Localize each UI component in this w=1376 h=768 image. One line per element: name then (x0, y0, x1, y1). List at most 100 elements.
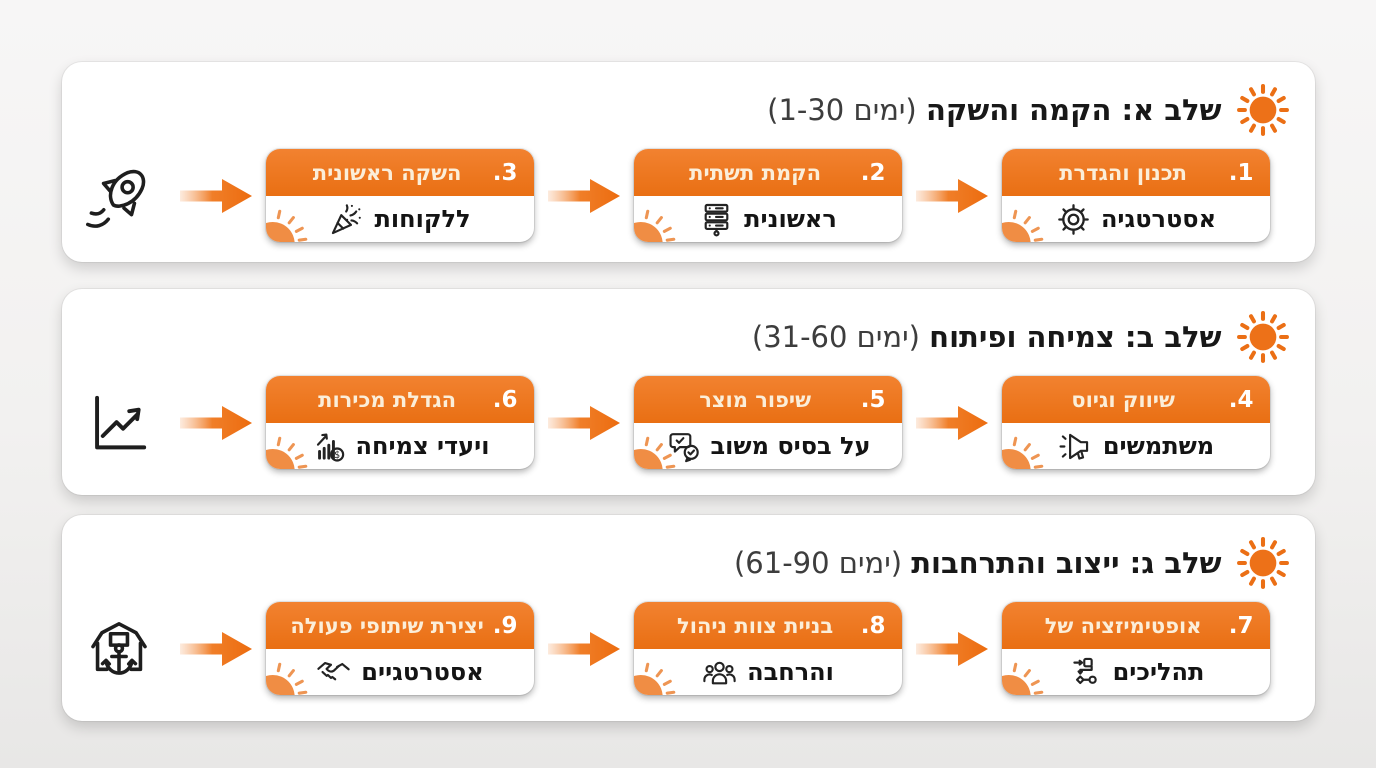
party-popper-icon (328, 201, 365, 238)
step-title: אופטימיזציה של (1044, 613, 1202, 638)
sun-icon (1234, 308, 1292, 366)
step-card-header: 5. שיפור מוצר (633, 376, 902, 423)
step-title: תכנון והגדרת (1059, 160, 1188, 185)
rocket-icon (80, 157, 158, 235)
phase-days-range: (ימים 61-90) (733, 546, 903, 580)
step-card-header: 3. השקה ראשונית (265, 149, 534, 196)
step-card-body: תהליכים (1002, 649, 1270, 695)
phase-header: שלב ב: צמיחה ופיתוח (ימים 31-60) (752, 308, 1292, 366)
step-card-header: 2. הקמת תשתית (633, 149, 902, 196)
step-title: שיפור מוצר (699, 387, 812, 412)
corner-sun-icon (1002, 200, 1048, 242)
phase-header: שלב ג: ייצוב והתרחבות (ימים 61-90) (734, 534, 1292, 592)
flow-arrow-icon (914, 173, 990, 219)
step-number: 4. (1228, 386, 1254, 413)
step-title: בניית צוות ניהול (677, 613, 834, 638)
steps-row: 7. אופטימיזציה של תהליכים 8. בניית צוות … (80, 602, 1270, 695)
corner-sun-icon (634, 427, 680, 469)
flow-arrow-icon (914, 626, 990, 672)
phase-panel-1: שלב א: הקמה והשקה (ימים 1-30) 1. תכנון ו… (61, 62, 1315, 262)
step-card-header: 1. תכנון והגדרת (1001, 149, 1270, 196)
step-card: 1. תכנון והגדרת אסטרטגיה (1001, 149, 1270, 242)
step-card: 6. הגדלת מכירות ויעדי צמיחה (265, 376, 534, 469)
step-subtitle: אסטרטגיה (1100, 205, 1217, 233)
flow-arrow-icon (178, 626, 254, 672)
step-card-body: על בסיס משוב (634, 423, 902, 469)
step-title: יצירת שיתופי פעולה (290, 613, 484, 638)
corner-sun-icon (634, 200, 680, 242)
corner-sun-icon (1002, 653, 1048, 695)
handshake-icon (315, 654, 352, 691)
phase-title-text: שלב ג: ייצוב והתרחבות (911, 546, 1222, 580)
step-number: 1. (1228, 159, 1254, 186)
phase-title-text: שלב ב: צמיחה ופיתוח (929, 320, 1222, 354)
step-card: 9. יצירת שיתופי פעולה אסטרטגיים (265, 602, 534, 695)
step-subtitle: ויעדי צמיחה (355, 432, 490, 460)
server-icon (698, 201, 735, 238)
flow-arrow-icon (546, 626, 622, 672)
corner-sun-icon (266, 200, 312, 242)
sales-growth-icon (310, 428, 347, 465)
step-card-header: 9. יצירת שיתופי פעולה (265, 602, 534, 649)
step-number: 5. (860, 386, 886, 413)
step-card-body: ללקוחות (266, 196, 534, 242)
gear-icon (1055, 201, 1092, 238)
flow-arrow-icon (914, 400, 990, 446)
step-subtitle: משתמשים (1102, 432, 1215, 460)
step-number: 8. (860, 612, 886, 639)
phase-panel-2: שלב ב: צמיחה ופיתוח (ימים 31-60) 4. שיוו… (61, 289, 1315, 495)
step-card-header: 6. הגדלת מכירות (265, 376, 534, 423)
phase-days-range: (ימים 31-60) (751, 320, 920, 354)
sun-icon (1234, 81, 1292, 139)
step-subtitle: ללקוחות (374, 205, 471, 233)
phase-days-range: (ימים 1-30) (767, 93, 917, 127)
corner-sun-icon (266, 427, 312, 469)
step-card-header: 7. אופטימיזציה של (1001, 602, 1270, 649)
step-number: 2. (860, 159, 886, 186)
phase-title: שלב א: הקמה והשקה (ימים 1-30) (767, 93, 1221, 127)
step-title: שיווק וגיוס (1071, 387, 1175, 412)
barn-anchor-icon (80, 610, 158, 688)
team-icon (701, 654, 738, 691)
step-number: 3. (492, 159, 518, 186)
phase-title: שלב ג: ייצוב והתרחבות (ימים 61-90) (734, 546, 1222, 580)
corner-sun-icon (634, 653, 680, 695)
step-card-body: ויעדי צמיחה (266, 423, 534, 469)
step-card: 2. הקמת תשתית ראשונית (633, 149, 902, 242)
step-number: 9. (492, 612, 518, 639)
line-chart-icon (80, 384, 158, 462)
process-flow-icon (1067, 654, 1104, 691)
step-card: 5. שיפור מוצר על בסיס משוב (633, 376, 902, 469)
flow-arrow-icon (546, 400, 622, 446)
step-title: הקמת תשתית (689, 160, 822, 185)
sun-icon (1234, 534, 1292, 592)
step-card-header: 8. בניית צוות ניהול (633, 602, 902, 649)
step-subtitle: תהליכים (1112, 658, 1205, 686)
step-card-body: משתמשים (1002, 423, 1270, 469)
step-card: 7. אופטימיזציה של תהליכים (1001, 602, 1270, 695)
phase-panel-3: שלב ג: ייצוב והתרחבות (ימים 61-90) 7. או… (61, 515, 1315, 721)
step-card-body: והרחבה (634, 649, 902, 695)
flow-arrow-icon (178, 400, 254, 446)
phase-title-text: שלב א: הקמה והשקה (925, 93, 1222, 127)
step-subtitle: ראשונית (744, 205, 837, 233)
corner-sun-icon (266, 653, 312, 695)
megaphone-icon (1057, 428, 1094, 465)
step-number: 7. (1228, 612, 1254, 639)
step-number: 6. (492, 386, 518, 413)
corner-sun-icon (1002, 427, 1048, 469)
step-card: 3. השקה ראשונית ללקוחות (265, 149, 534, 242)
step-subtitle: והרחבה (747, 658, 834, 686)
steps-row: 1. תכנון והגדרת אסטרטגיה 2. הקמת תשתית ר… (80, 149, 1270, 242)
step-subtitle: על בסיס משוב (710, 432, 871, 460)
step-subtitle: אסטרטגיים (361, 658, 484, 686)
step-title: השקה ראשונית (312, 160, 462, 185)
step-card-body: אסטרטגיים (266, 649, 534, 695)
flow-arrow-icon (178, 173, 254, 219)
step-card-body: ראשונית (634, 196, 902, 242)
step-card: 4. שיווק וגיוס משתמשים (1001, 376, 1270, 469)
step-title: הגדלת מכירות (318, 387, 457, 412)
steps-row: 4. שיווק וגיוס משתמשים 5. שיפור מוצר על … (80, 376, 1270, 469)
step-card-body: אסטרטגיה (1002, 196, 1270, 242)
step-card-header: 4. שיווק וגיוס (1001, 376, 1270, 423)
